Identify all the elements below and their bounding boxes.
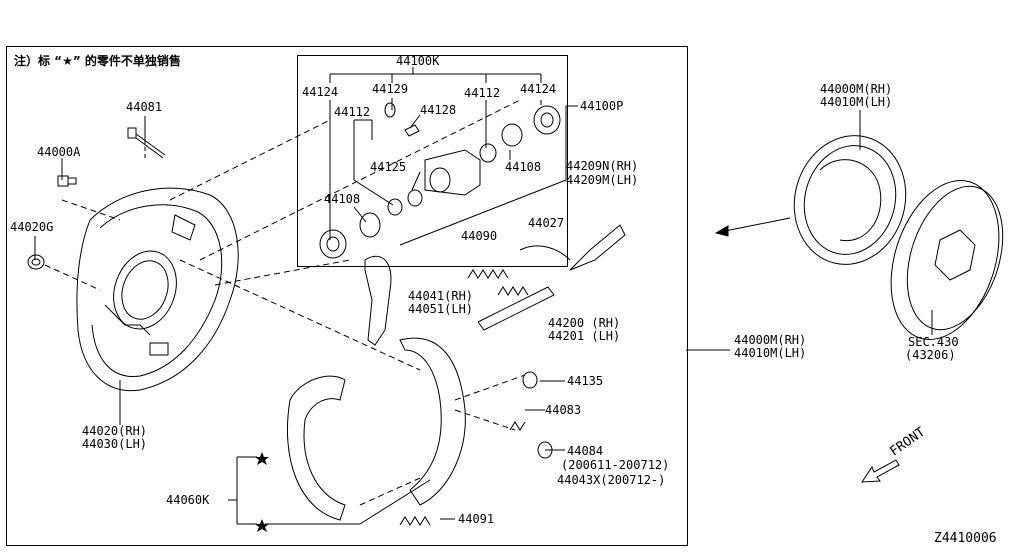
label-44209N: 44209N(RH) xyxy=(566,159,639,173)
label-sec430: SEC.430 xyxy=(908,335,959,349)
label-44084-range: (200611-200712) xyxy=(561,458,670,472)
label-44010M-top: 44010M(LH) xyxy=(820,95,893,109)
label-44100K: 44100K xyxy=(396,54,440,68)
label-44124-left: 44124 xyxy=(302,85,339,99)
label-44043X: 44043X(200712-) xyxy=(557,473,666,487)
label-44090: 44090 xyxy=(461,229,498,243)
label-44027: 44027 xyxy=(528,216,565,230)
label-44125: 44125 xyxy=(370,160,407,174)
wheel-cylinder-kit-frame xyxy=(297,55,568,267)
label-44084: 44084 xyxy=(567,444,604,458)
label-44112-right: 44112 xyxy=(464,86,501,100)
label-44041: 44041(RH) xyxy=(408,289,474,303)
label-44083: 44083 xyxy=(545,403,582,417)
label-44020: 44020(RH) xyxy=(82,424,148,438)
drawing-id: Z4410006 xyxy=(934,531,997,546)
label-44100P: 44100P xyxy=(580,99,624,113)
label-44128: 44128 xyxy=(420,103,457,117)
label-44000M-top: 44000M(RH) xyxy=(820,82,893,96)
label-44209M: 44209M(LH) xyxy=(566,173,639,187)
front-arrow-icon xyxy=(861,459,900,483)
backing-plate-drawing xyxy=(76,187,239,392)
springs-drawing xyxy=(399,224,626,526)
label-44112-left: 44112 xyxy=(334,105,371,119)
label-44051: 44051(LH) xyxy=(408,302,474,316)
label-44129: 44129 xyxy=(372,82,409,96)
label-44135: 44135 xyxy=(567,374,604,388)
label-44108-right: 44108 xyxy=(505,160,542,174)
label-44124-right: 44124 xyxy=(520,82,557,96)
label-44200: 44200 (RH) xyxy=(548,316,621,330)
label-sec430-ref: (43206) xyxy=(905,348,956,362)
label-44000M-mid: 44000M(RH) xyxy=(734,333,807,347)
bolt-44081-drawing xyxy=(127,127,166,159)
label-44108-left: 44108 xyxy=(324,192,361,206)
brake-shoes-drawing xyxy=(286,337,466,521)
brake-drum-drawing xyxy=(890,179,1004,341)
label-44081: 44081 xyxy=(126,100,163,114)
label-44020G: 44020G xyxy=(10,220,54,234)
label-44010M-mid: 44010M(LH) xyxy=(734,346,807,360)
not-sold-separately-note: 注）标 “★” 的零件不单独销售 xyxy=(14,54,181,68)
label-44030: 44030(LH) xyxy=(82,437,148,451)
label-44060K: 44060K xyxy=(166,493,210,507)
wheel-cylinder-drawing xyxy=(319,102,561,259)
label-44091: 44091 xyxy=(458,512,495,526)
main-diagram-frame xyxy=(6,46,688,546)
assembled-brake-drawing xyxy=(793,135,907,265)
label-44000A: 44000A xyxy=(37,145,81,159)
label-44201: 44201 (LH) xyxy=(548,329,621,343)
